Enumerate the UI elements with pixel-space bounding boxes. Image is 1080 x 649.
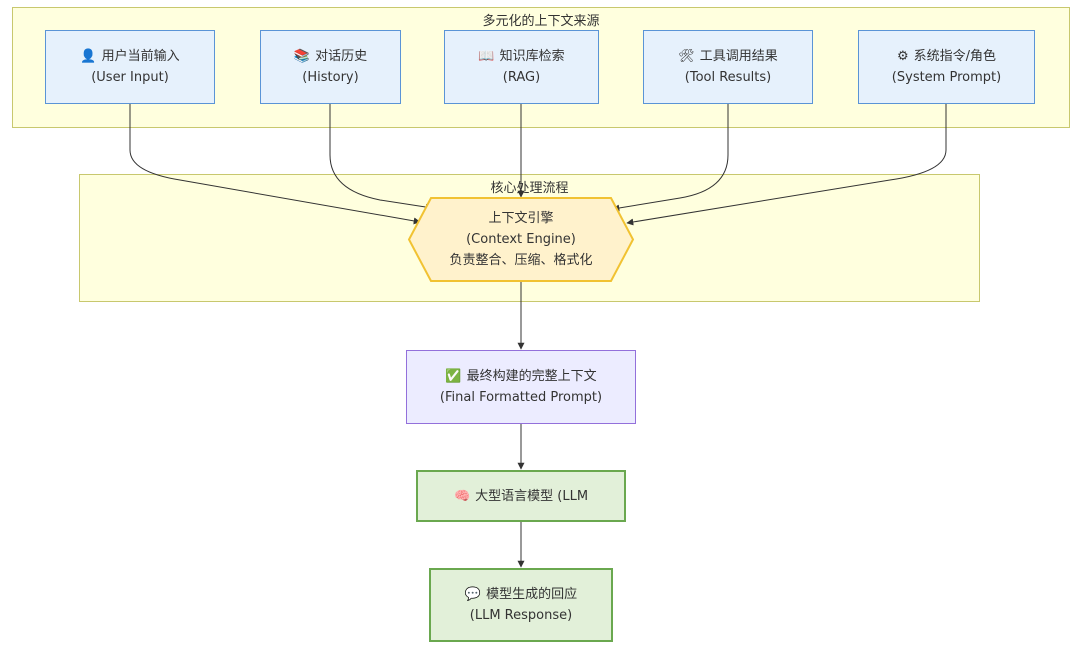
context-engine-description: 负责整合、压缩、格式化	[449, 253, 593, 268]
source-user-input: 👤 用户当前输入 (User Input)	[45, 30, 215, 104]
llm-response-title: 模型生成的回应	[486, 587, 578, 602]
final-prompt-node: ✅ 最终构建的完整上下文 (Final Formatted Prompt)	[406, 350, 636, 424]
gear-icon: ⚙	[896, 49, 909, 64]
llm-response-subtitle: (LLM Response)	[469, 608, 573, 623]
sources-cluster-title: 多元化的上下文来源	[482, 14, 600, 29]
books-icon: 📚	[293, 49, 311, 64]
llm-response-title-row: 💬 模型生成的回应	[465, 584, 577, 605]
source-system-prompt-subtitle: (System Prompt)	[891, 70, 1002, 85]
source-system-prompt-title: 系统指令/角色	[913, 49, 997, 64]
edge-system-prompt-to-engine	[626, 104, 947, 226]
source-rag: 📖 知识库检索 (RAG)	[444, 30, 599, 104]
final-prompt-title: 最终构建的完整上下文	[466, 369, 597, 384]
llm-title-row: 🧠大型语言模型 (LLM	[454, 486, 588, 507]
context-engine-node: 上下文引擎 (Context Engine) 负责整合、压缩、格式化	[409, 198, 633, 281]
source-rag-subtitle: (RAG)	[502, 70, 541, 85]
core-processing-cluster-title: 核心处理流程	[490, 181, 569, 196]
llm-title: 大型语言模型 (LLM	[475, 488, 589, 504]
user-icon: 👤	[80, 49, 97, 64]
speech-bubble-icon: 💬	[464, 587, 482, 602]
context-engine-subtitle: (Context Engine)	[466, 232, 576, 247]
source-tool-results-title-row: 🛠 工具调用结果	[678, 46, 778, 67]
source-tool-results-subtitle: (Tool Results)	[684, 70, 772, 85]
source-system-prompt: ⚙ 系统指令/角色 (System Prompt)	[858, 30, 1035, 104]
check-mark-icon: ✅	[445, 369, 462, 384]
source-tool-results: 🛠 工具调用结果 (Tool Results)	[643, 30, 813, 104]
final-prompt-subtitle: (Final Formatted Prompt)	[439, 390, 603, 405]
llm-node: 🧠大型语言模型 (LLM	[416, 470, 626, 522]
source-history-title: 对话历史	[315, 49, 368, 64]
open-book-icon: 📖	[478, 49, 495, 64]
edge-tool-results-to-engine	[612, 104, 729, 212]
llm-response-node: 💬 模型生成的回应 (LLM Response)	[429, 568, 613, 642]
edge-user-input-to-engine	[129, 104, 421, 225]
source-user-input-title-row: 👤 用户当前输入	[80, 46, 179, 67]
tools-icon: 🛠	[678, 49, 695, 64]
source-tool-results-title: 工具调用结果	[699, 49, 778, 64]
source-history: 📚 对话历史 (History)	[260, 30, 401, 104]
context-engine-hexagon	[407, 197, 635, 282]
source-user-input-title: 用户当前输入	[101, 49, 180, 64]
source-rag-title-row: 📖 知识库检索	[478, 46, 564, 67]
source-rag-title: 知识库检索	[499, 49, 565, 64]
edge-history-to-engine	[329, 104, 433, 211]
source-history-title-row: 📚 对话历史	[294, 46, 367, 67]
source-system-prompt-title-row: ⚙ 系统指令/角色	[897, 46, 996, 67]
context-engine-title: 上下文引擎	[488, 211, 554, 226]
brain-icon: 🧠	[453, 488, 471, 504]
source-user-input-subtitle: (User Input)	[91, 70, 169, 85]
source-history-subtitle: (History)	[302, 70, 359, 85]
final-prompt-title-row: ✅ 最终构建的完整上下文	[445, 366, 596, 387]
